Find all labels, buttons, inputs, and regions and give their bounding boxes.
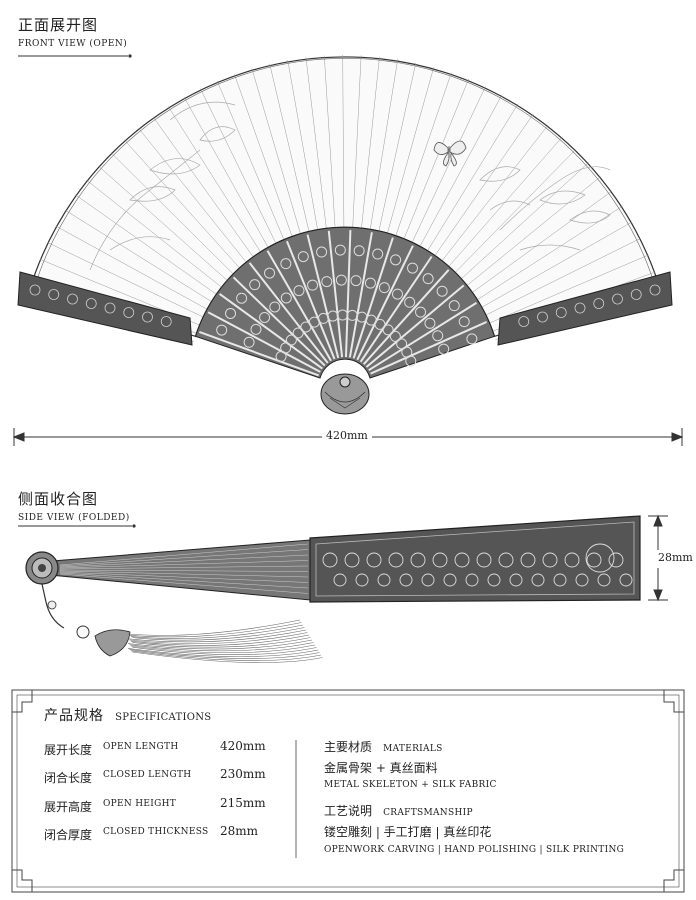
front-view-title: 正面展开图 xyxy=(18,16,99,34)
spec-row-cn: 闭合厚度 xyxy=(44,828,93,842)
folded-fan xyxy=(25,515,641,663)
craft-value-cn: 镂空雕刻 | 手工打磨 | 真丝印花 xyxy=(324,825,492,839)
spec-row-cn: 闭合长度 xyxy=(44,771,93,785)
side-view-title: 侧面收合图 xyxy=(18,490,99,508)
spec-heading-cn: 产品规格 xyxy=(44,708,104,724)
open-length-label: 420mm xyxy=(322,429,372,442)
side-view-subtitle: SIDE VIEW (FOLDED) xyxy=(18,513,130,523)
craft-value-en: OPENWORK CARVING | HAND POLISHING | SILK… xyxy=(324,845,625,855)
craft-block: 工艺说明 CRAFTSMANSHIP 镂空雕刻 | 手工打磨 | 真丝印花 OP… xyxy=(324,800,674,855)
butterfly-icon xyxy=(433,140,467,167)
height-dimension xyxy=(648,514,668,602)
open-fan xyxy=(17,55,673,415)
spec-row: 展开长度 OPEN LENGTH 420mm xyxy=(44,739,284,758)
materials-label-cn: 主要材质 xyxy=(324,740,373,754)
spec-row: 闭合长度 CLOSED LENGTH 230mm xyxy=(44,767,284,786)
spec-heading: 产品规格 SPECIFICATIONS xyxy=(44,705,211,725)
front-view-subtitle: FRONT VIEW (OPEN) xyxy=(18,39,128,49)
spec-row-en: CLOSED LENGTH xyxy=(103,770,192,780)
materials-value-en: METAL SKELETON + SILK FABRIC xyxy=(324,780,497,790)
spec-row-en: CLOSED THICKNESS xyxy=(103,827,209,837)
spec-row-value: 230mm xyxy=(220,767,266,781)
spec-row: 闭合厚度 CLOSED THICKNESS 28mm xyxy=(44,824,284,843)
craft-label-en: CRAFTSMANSHIP xyxy=(383,808,473,818)
spec-row-value: 420mm xyxy=(220,739,266,753)
spec-row-cn: 展开高度 xyxy=(44,800,93,814)
spec-frame xyxy=(11,689,685,893)
spec-row-en: OPEN LENGTH xyxy=(103,742,179,752)
spec-row-cn: 展开长度 xyxy=(44,743,93,757)
floral-painting xyxy=(89,101,611,271)
spec-heading-en: SPECIFICATIONS xyxy=(115,712,212,723)
materials-value-cn: 金属骨架 + 真丝面料 xyxy=(324,761,438,775)
spec-row: 展开高度 OPEN HEIGHT 215mm xyxy=(44,796,284,815)
spec-row-value: 28mm xyxy=(220,824,259,838)
craft-label-cn: 工艺说明 xyxy=(324,804,373,818)
thickness-label: 28mm xyxy=(656,551,695,564)
spec-row-en: OPEN HEIGHT xyxy=(103,799,177,809)
materials-block: 主要材质 MATERIALS 金属骨架 + 真丝面料 METAL SKELETO… xyxy=(324,736,664,790)
materials-label-en: MATERIALS xyxy=(383,744,443,754)
spec-row-value: 215mm xyxy=(220,796,266,810)
